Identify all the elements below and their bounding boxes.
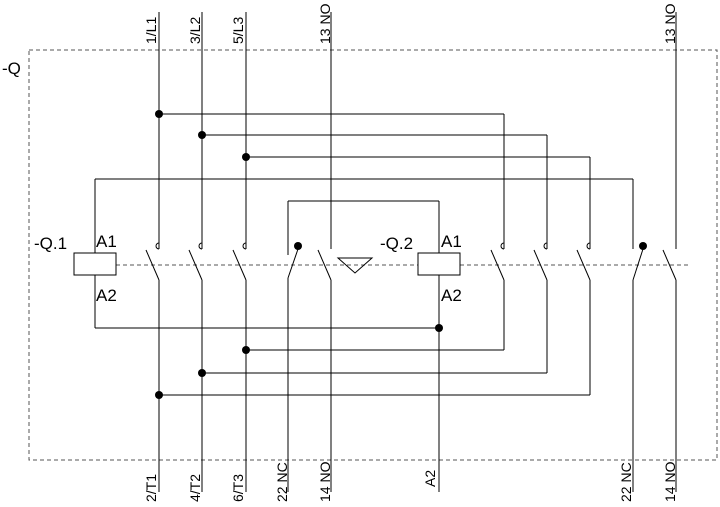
aux-nc-contact-q1 — [287, 248, 299, 279]
coil-q2-a1-label: A1 — [441, 232, 462, 251]
contactor-q2-label: -Q.2 — [380, 234, 413, 253]
wire-coil-control — [94, 178, 634, 492]
device-label: -Q — [2, 59, 21, 78]
main-contact-q2-l2 — [533, 242, 548, 281]
mechanical-interlock-symbol — [336, 257, 374, 274]
terminal-13-no-q2: 13 NO — [662, 3, 678, 44]
terminal-5-L3: 5/L3 — [230, 17, 246, 44]
terminal-14-no-q2: 14 NO — [662, 461, 678, 502]
terminal-22-nc-q2: 22 NC — [618, 462, 634, 502]
wire-aux-no — [330, 12, 677, 492]
terminal-14-no-q1: 14 NO — [317, 461, 333, 502]
coil-q2 — [417, 252, 461, 276]
junction-dots — [155, 110, 647, 399]
main-contact-q1-l1 — [145, 242, 160, 281]
coil-q1-a2-label: A2 — [96, 286, 117, 305]
terminal-6-T3: 6/T3 — [230, 474, 246, 502]
contactor-q1-label: -Q.1 — [34, 234, 67, 253]
aux-nc-contact-q2 — [632, 248, 644, 281]
wire-l3 — [245, 12, 591, 492]
terminal-1-L1: 1/L1 — [143, 17, 159, 44]
wire-l2 — [201, 12, 548, 492]
coil-q1 — [73, 252, 117, 276]
main-contact-q1-l3 — [232, 242, 247, 281]
device-enclosure — [28, 49, 718, 461]
aux-no-contact-q2 — [662, 249, 677, 281]
main-contact-q2-l1 — [490, 242, 505, 281]
terminal-2-T1: 2/T1 — [143, 474, 159, 502]
aux-no-contact-q1 — [317, 249, 332, 281]
terminal-13-no-q1: 13 NO — [317, 3, 333, 44]
main-contact-q1-l2 — [188, 242, 203, 281]
terminal-a2-common: A2 — [422, 470, 438, 487]
terminal-4-T2: 4/T2 — [187, 474, 203, 502]
terminal-22-nc-q1: 22 NC — [274, 462, 290, 502]
terminal-3-L2: 3/L2 — [187, 17, 203, 44]
wire-l1 — [158, 12, 590, 492]
coil-q1-a1-label: A1 — [96, 232, 117, 251]
main-contact-q2-l3 — [576, 242, 591, 281]
coil-q2-a2-label: A2 — [441, 286, 462, 305]
